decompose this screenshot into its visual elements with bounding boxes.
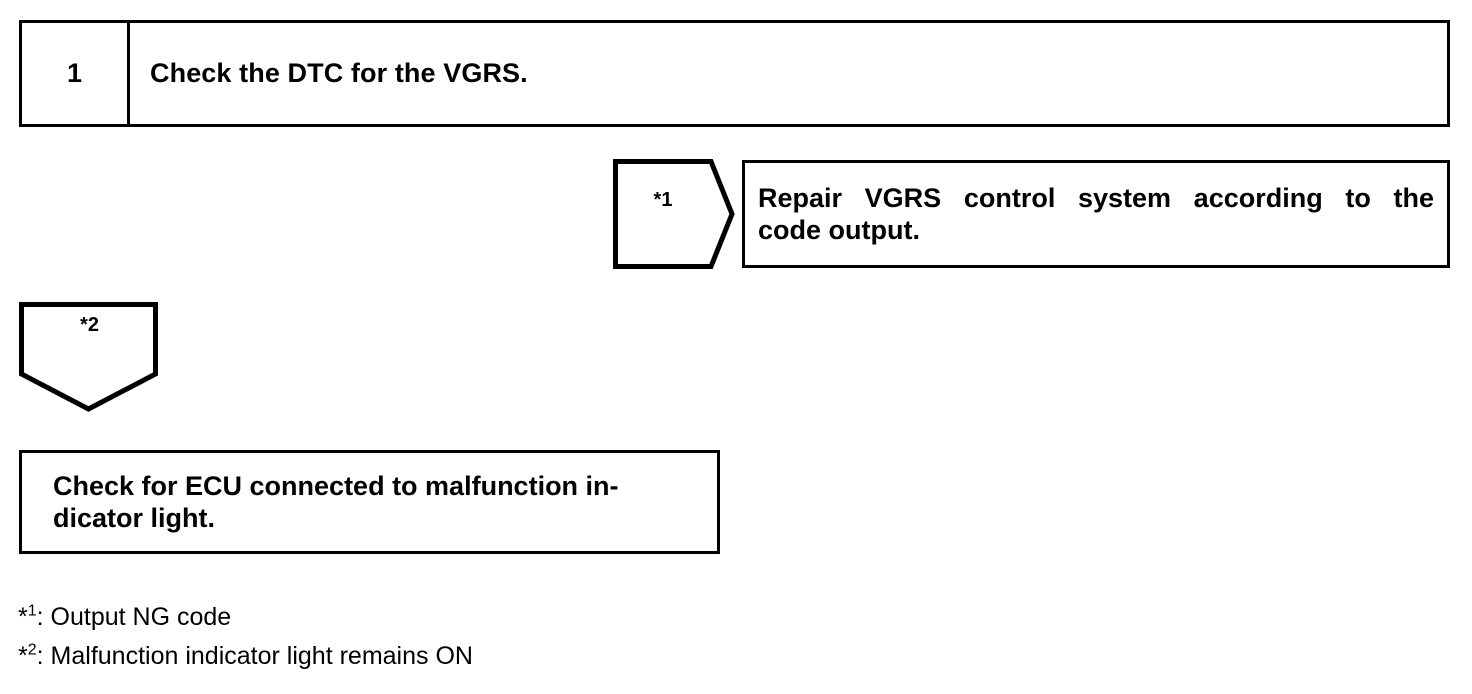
next-check-box: Check for ECU connected to malfunction i…: [19, 450, 720, 554]
repair-result-line-1: Repair VGRS control system according to …: [758, 183, 1434, 213]
footnote-marker: *2:: [18, 642, 51, 670]
footnote-text: Malfunction indicator light remains ON: [50, 642, 473, 670]
footnote-index: 2: [27, 641, 37, 659]
next-check-text: Check for ECU connected to malfunction i…: [22, 470, 629, 534]
next-check-line-1: Check for ECU connected to malfunction i…: [53, 471, 619, 501]
footnote-item: *1: Output NG code: [18, 598, 473, 637]
footnote-list: *1: Output NG code *2: Malfunction indic…: [18, 598, 473, 676]
footnote-asterisk: *: [18, 603, 28, 631]
repair-result-box: Repair VGRS control system according to …: [742, 160, 1450, 268]
branch-arrow-label: *1: [653, 188, 673, 211]
branch-arrow-right-icon: *1: [613, 159, 735, 269]
continue-arrow-label: *2: [80, 314, 99, 336]
repair-result-text: Repair VGRS control system according to …: [745, 182, 1447, 246]
footnote-marker: *1:: [18, 603, 51, 631]
footnote-separator: :: [36, 642, 51, 670]
footnote-item: *2: Malfunction indicator light remains …: [18, 637, 473, 676]
step-title: Check the DTC for the VGRS.: [150, 58, 528, 88]
step-1-box: 1 Check the DTC for the VGRS.: [19, 20, 1450, 127]
footnote-separator: :: [36, 603, 51, 631]
repair-result-line-2: code output.: [758, 215, 920, 245]
step-number: 1: [22, 23, 130, 124]
footnote-index: 1: [27, 602, 37, 620]
next-check-line-2: dicator light.: [53, 503, 215, 533]
footnote-text: Output NG code: [50, 603, 232, 631]
continue-arrow-down-icon: *2: [19, 302, 158, 412]
footnote-asterisk: *: [18, 642, 28, 670]
